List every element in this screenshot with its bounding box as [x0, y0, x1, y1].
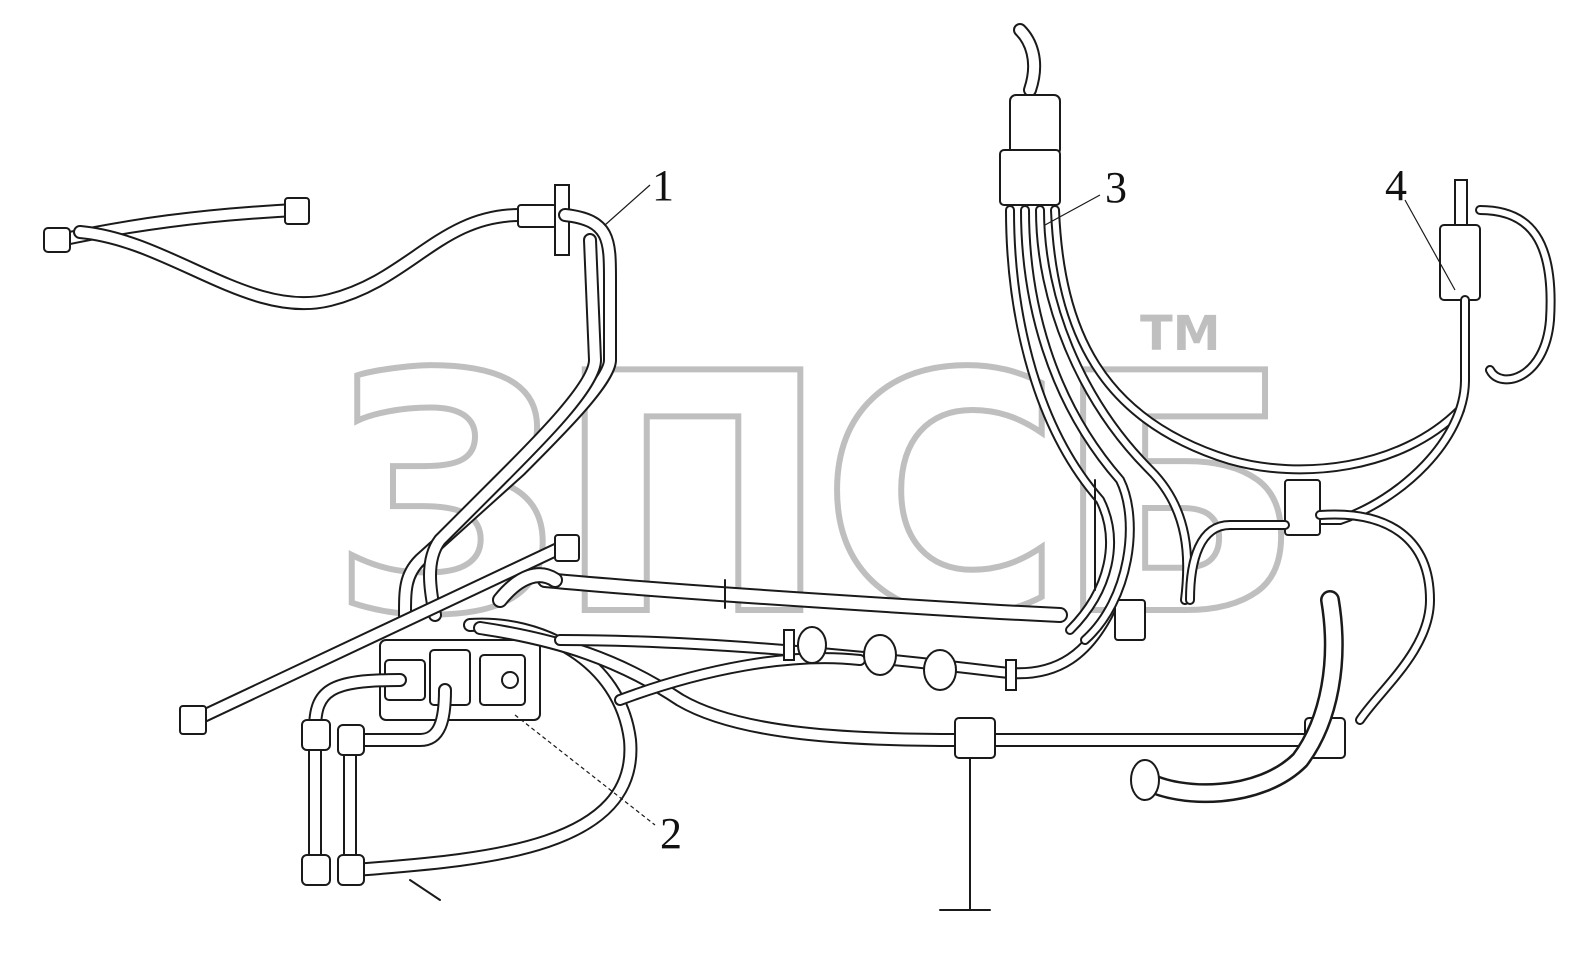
valve-4-top [1454, 179, 1468, 226]
bundle-hoses [554, 599, 1146, 706]
joystick-assembly [999, 23, 1465, 645]
lower-left-clamp-3 [301, 854, 331, 886]
callout-2: 2 [660, 809, 682, 858]
watermark-trademark: TM [1140, 306, 1221, 362]
tee-block [1284, 479, 1321, 536]
mid-clamp [954, 717, 996, 759]
leaders [514, 184, 1456, 826]
lower-left-clamp-2 [337, 724, 365, 756]
lower-left-clamp-1 [301, 719, 331, 751]
joystick-body [999, 149, 1061, 206]
pipe-1-assembly [398, 208, 617, 622]
bundle-clip-2 [1005, 659, 1017, 691]
upper-coupling [517, 204, 557, 228]
ring-clamp-1 [797, 626, 827, 664]
diagonal-rod [179, 534, 580, 735]
bundle-clip-1 [783, 629, 795, 661]
top-left-pipe-assembly [43, 184, 570, 311]
rod-right-connector [554, 534, 580, 562]
right-valve-assembly [1130, 179, 1556, 804]
lower-left-clamp-4 [337, 854, 365, 886]
ring-clamp-2 [863, 634, 897, 676]
valve-4-body [1439, 224, 1481, 301]
right-mount-bracket [1114, 599, 1146, 641]
ring-clamp-3 [923, 649, 957, 691]
callout-3: 3 [1105, 163, 1127, 212]
top-left-connector [284, 197, 310, 225]
callout-1: 1 [652, 161, 674, 210]
rod-left-connector [179, 705, 207, 735]
callout-4: 4 [1385, 161, 1407, 210]
large-hose-end [1130, 759, 1160, 801]
joystick-boot [1009, 94, 1061, 156]
top-left-flange [43, 227, 71, 253]
